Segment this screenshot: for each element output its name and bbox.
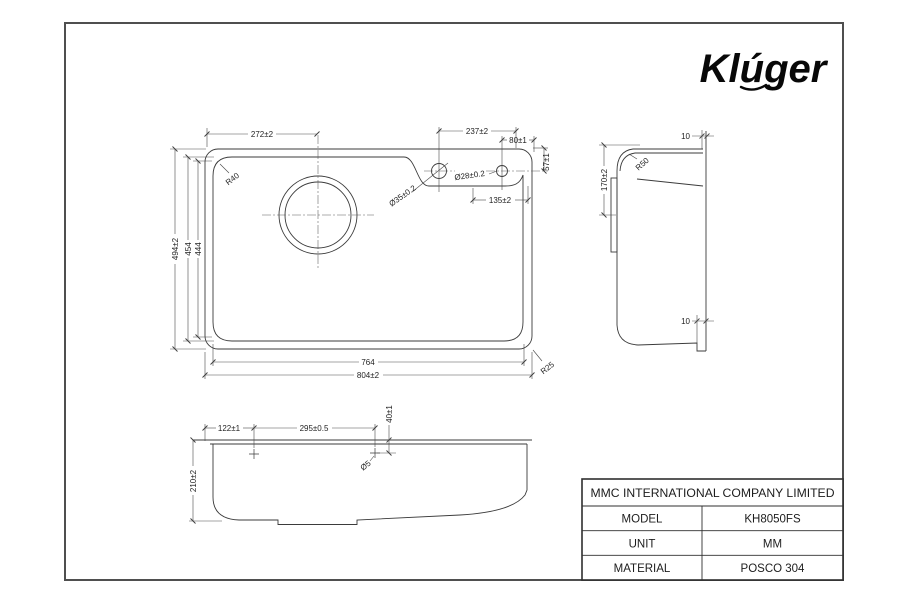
company-name: MMC INTERNATIONAL COMPANY LIMITED <box>591 486 835 500</box>
dim-height-outer: 494±2 <box>171 237 180 260</box>
model-value: KH8050FS <box>744 514 801 526</box>
logo-swoosh-icon <box>739 83 768 91</box>
top-view <box>204 148 533 350</box>
title-block-border <box>581 478 844 581</box>
dim-inner-corner-radius: R40 <box>224 171 242 187</box>
side-view <box>610 131 707 352</box>
sink-bowl-outline <box>212 156 524 342</box>
dim-width-right: 237±2 <box>466 127 489 136</box>
side-profile-outline <box>616 148 706 352</box>
sink-outer-outline <box>204 148 533 350</box>
unit-label: UNIT <box>629 538 656 550</box>
front-view-dimensions <box>189 424 396 524</box>
front-view <box>193 439 532 525</box>
side-view-dim-labels: 10 10 170±2 R50 <box>600 132 691 326</box>
dim-width-outer: 804±2 <box>357 371 380 380</box>
dim-side-radius: R50 <box>634 156 651 173</box>
dim-front-hole-top-offset: 40±1 <box>385 405 394 423</box>
dim-hole2-dia: Ø28±0.2 <box>454 169 486 182</box>
front-view-dim-labels: 122±1 295±0.5 40±1 Ø5 210±2 <box>189 405 394 493</box>
dim-front-hole-spacing: 295±0.5 <box>300 424 329 433</box>
top-view-centerlines <box>262 135 548 268</box>
front-body-outline <box>212 444 528 525</box>
front-hole-left-cross <box>249 449 259 459</box>
material-value: POSCO 304 <box>741 563 806 575</box>
logo-text: Klúger <box>700 47 829 91</box>
sheet-border <box>64 22 844 581</box>
dim-height-inner: 444 <box>194 242 203 256</box>
dim-front-hole-dia: Ø5 <box>359 458 373 472</box>
dim-hole-left-offset: 122±1 <box>218 424 241 433</box>
side-view-dimensions <box>599 130 714 343</box>
top-view-dimensions <box>170 127 548 379</box>
dim-height-mid: 454 <box>184 242 193 256</box>
dim-width-inner: 764 <box>361 358 375 367</box>
dim-width-to-drain: 272±2 <box>251 130 274 139</box>
top-view-dim-labels: 272±2 237±2 80±1 57±1 Ø35±0.2 Ø28±0.2 13… <box>171 127 556 380</box>
dim-lip-bottom: 10 <box>681 317 690 326</box>
unit-value: MM <box>763 538 782 550</box>
model-label: MODEL <box>622 514 664 526</box>
dim-lip-top: 10 <box>681 132 690 141</box>
dim-bowl-depth: 170±2 <box>600 168 609 191</box>
dim-hole1-dia: Ø35±0.2 <box>387 183 418 208</box>
dim-hole-edge-offset: 80±1 <box>509 136 527 145</box>
side-flange-inner-line <box>619 152 703 172</box>
material-label: MATERIAL <box>614 563 671 575</box>
title-block: MMC INTERNATIONAL COMPANY LIMITED MODEL … <box>581 478 844 581</box>
dim-hole-spacing: 135±2 <box>489 196 512 205</box>
dim-hole-top-offset: 57±1 <box>542 153 551 171</box>
side-bowl-rim-line <box>636 178 704 187</box>
dim-front-height: 210±2 <box>189 469 198 492</box>
logo: Klúger <box>700 47 829 91</box>
dim-outer-corner-radius: R25 <box>539 360 557 376</box>
